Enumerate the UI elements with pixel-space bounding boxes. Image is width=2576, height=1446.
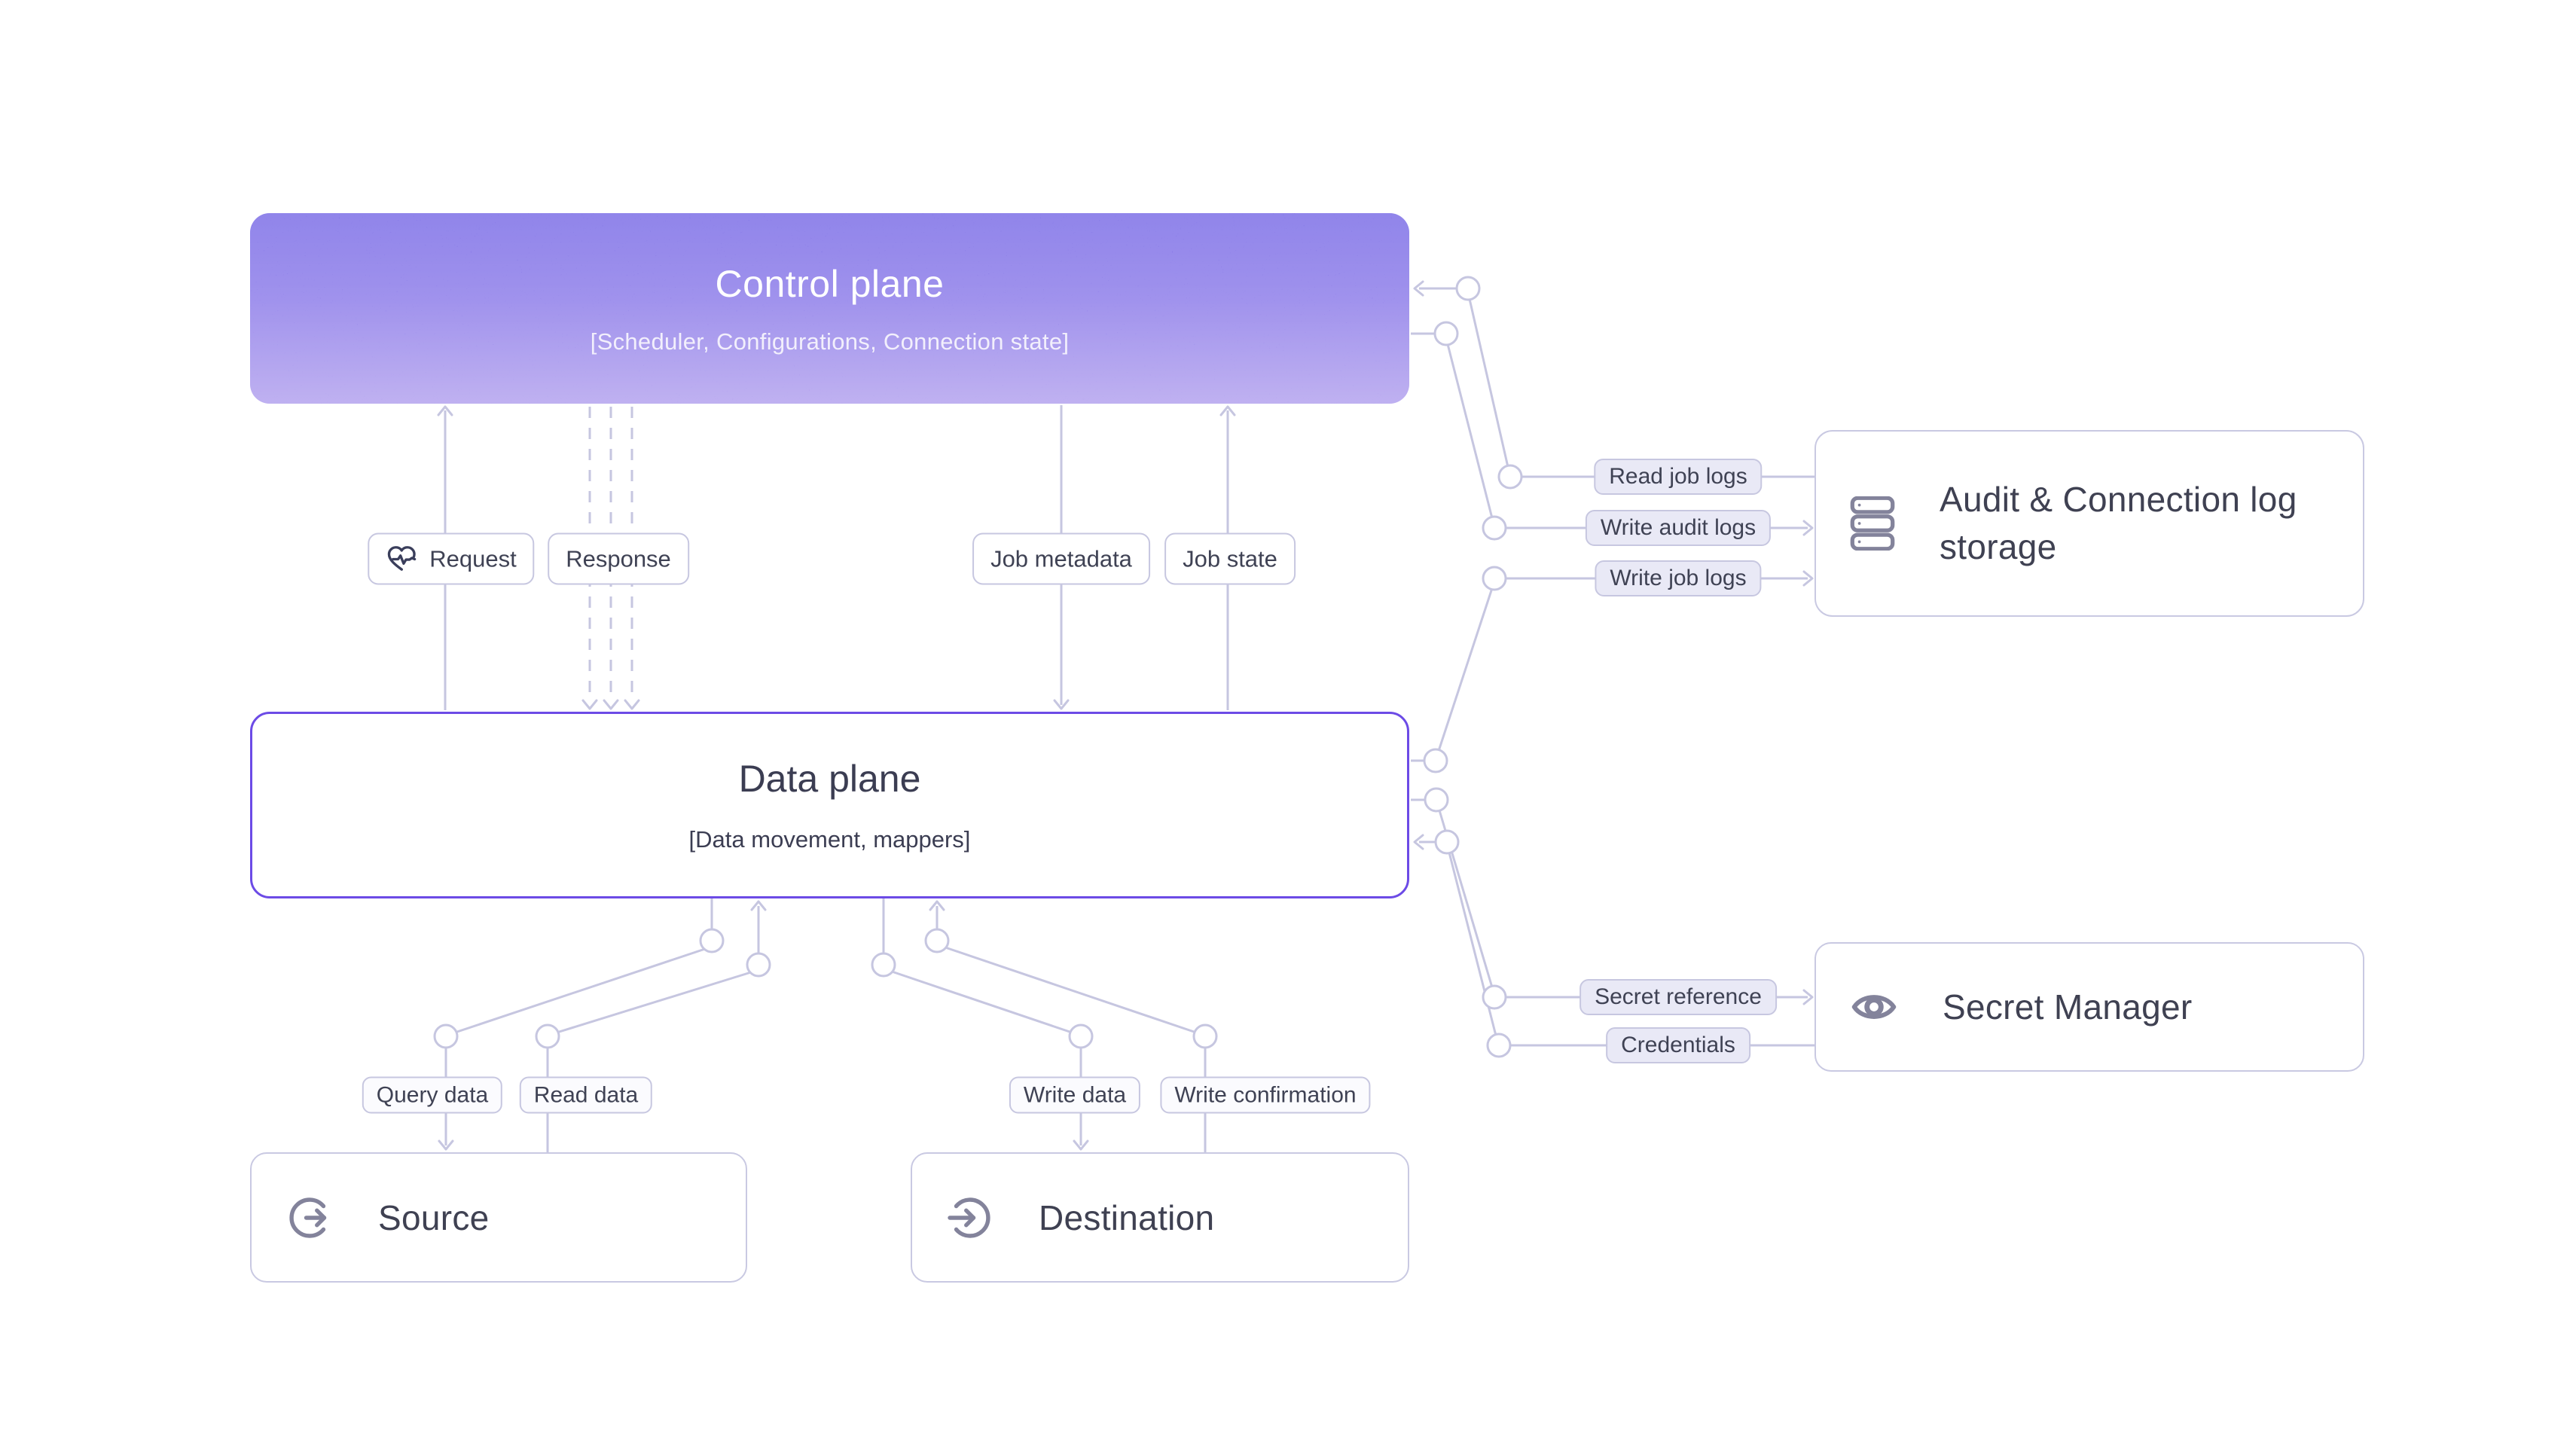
connector-write-job-logs — [1411, 570, 1814, 762]
arrow-up-icon — [1219, 405, 1236, 416]
connector-read-data — [546, 900, 767, 1152]
junction-node — [535, 1023, 560, 1049]
edge-label-text: Credentials — [1621, 1033, 1735, 1057]
arrow-down-icon — [1053, 699, 1070, 710]
data-plane-subtitle: [Data movement, mappers] — [688, 826, 971, 853]
edge-label-job-state: Job state — [1164, 532, 1296, 585]
junction-node — [1423, 748, 1448, 773]
heartbeat-icon — [386, 545, 417, 573]
noise-texture — [250, 213, 1409, 404]
connector-secret-reference — [1411, 798, 1814, 1005]
audit-log-storage-box: Audit & Connection log storage — [1814, 430, 2364, 617]
edge-label-text: Write job logs — [1610, 566, 1747, 590]
edge-label-text: Query data — [376, 1082, 489, 1107]
edge-label-text: Read job logs — [1609, 464, 1747, 489]
junction-node — [871, 952, 896, 978]
connector-write-confirmation — [929, 900, 1207, 1152]
junction-node — [1482, 566, 1507, 591]
junction-node — [1482, 515, 1507, 541]
junction-node — [1482, 984, 1507, 1010]
junction-node — [1068, 1023, 1094, 1049]
arrow-down-icon — [624, 699, 640, 710]
database-server-icon — [1849, 496, 1896, 551]
source-label: Source — [378, 1197, 490, 1237]
edge-label-query-data: Query data — [362, 1076, 503, 1114]
arrow-down-icon — [438, 1139, 454, 1151]
arrow-up-icon — [437, 405, 453, 416]
edge-label-text: Write audit logs — [1600, 515, 1757, 540]
arrow-left-icon — [1413, 834, 1424, 850]
edge-label-response: Response — [548, 532, 689, 585]
edge-label-read-job-logs: Read job logs — [1594, 459, 1763, 495]
arrow-right-icon — [1802, 989, 1814, 1005]
edge-label-text: Write data — [1023, 1082, 1127, 1107]
control-plane-title: Control plane — [715, 262, 945, 305]
arrow-left-icon — [1413, 280, 1424, 297]
arrow-right-icon — [1802, 520, 1814, 536]
arrow-down-icon — [603, 699, 619, 710]
arrow-right-icon — [1802, 570, 1814, 587]
junction-node — [1192, 1023, 1218, 1049]
edge-label-credentials: Credentials — [1606, 1027, 1750, 1063]
junction-node — [1434, 829, 1460, 855]
destination-label: Destination — [1039, 1197, 1215, 1237]
junction-node — [1433, 321, 1459, 346]
junction-node — [433, 1023, 459, 1049]
edge-label-text: Response — [566, 545, 671, 572]
edge-label-write-data: Write data — [1009, 1076, 1141, 1114]
edge-label-request: Request — [368, 532, 535, 585]
edge-label-text: Write confirmation — [1174, 1082, 1357, 1107]
junction-node — [1486, 1033, 1512, 1058]
destination-import-icon — [945, 1193, 995, 1243]
edge-label-write-job-logs: Write job logs — [1595, 560, 1762, 596]
arrow-up-icon — [929, 900, 945, 911]
edge-label-job-metadata: Job metadata — [972, 532, 1150, 585]
edge-label-read-data: Read data — [519, 1076, 653, 1114]
junction-node — [924, 928, 950, 953]
junction-node — [746, 952, 771, 978]
secret-manager-label: Secret Manager — [1943, 987, 2193, 1027]
junction-node — [1424, 787, 1449, 813]
arrow-down-icon — [581, 699, 598, 710]
audit-log-storage-label: Audit & Connection log storage — [1940, 479, 2297, 566]
edge-label-secret-reference: Secret reference — [1579, 979, 1777, 1015]
connector-write-audit-logs — [1411, 332, 1814, 536]
source-box: Source — [250, 1152, 747, 1283]
junction-node — [699, 928, 725, 953]
data-plane-title: Data plane — [738, 758, 921, 800]
source-export-icon — [285, 1193, 334, 1243]
destination-box: Destination — [911, 1152, 1409, 1283]
junction-node — [1455, 276, 1481, 301]
control-plane-subtitle: [Scheduler, Configurations, Connection s… — [590, 328, 1070, 355]
edge-label-text: Read data — [533, 1082, 639, 1107]
edge-label-text: Job metadata — [990, 545, 1132, 572]
edge-label-text: Job state — [1183, 545, 1277, 572]
junction-node — [1497, 464, 1523, 490]
eye-icon — [1849, 982, 1899, 1032]
control-plane-box: Control plane [Scheduler, Configurations… — [250, 213, 1409, 404]
data-plane-box: Data plane [Data movement, mappers] — [250, 712, 1409, 898]
edge-label-write-confirmation: Write confirmation — [1160, 1076, 1371, 1114]
arrow-up-icon — [750, 900, 767, 911]
secret-manager-box: Secret Manager — [1814, 942, 2364, 1072]
edge-label-text: Request — [429, 545, 517, 572]
arrow-down-icon — [1073, 1139, 1089, 1151]
connector-response — [581, 407, 640, 710]
edge-label-text: Secret reference — [1595, 984, 1762, 1009]
edge-label-write-audit-logs: Write audit logs — [1585, 510, 1772, 546]
